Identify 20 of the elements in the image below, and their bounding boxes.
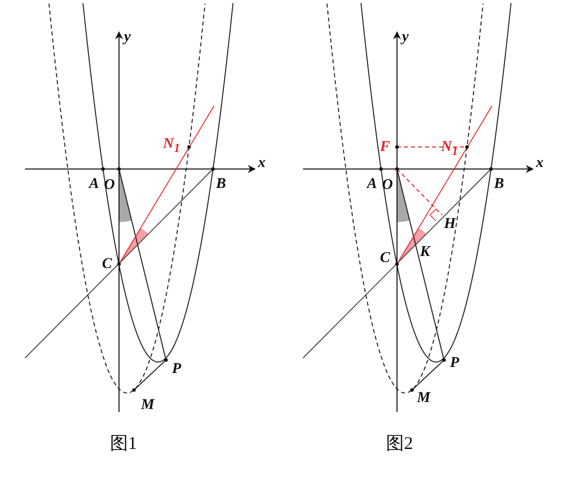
point-label: K	[420, 245, 430, 260]
figure-caption: 图1	[110, 434, 137, 452]
axis-label: x	[536, 156, 544, 171]
figure-caption: 图2	[386, 434, 413, 452]
axis-label: y	[124, 30, 131, 45]
point-label: F	[380, 140, 390, 155]
point-label: P	[450, 356, 460, 371]
point-label: B	[494, 177, 504, 192]
point-label: A	[367, 177, 378, 192]
point-label: M	[417, 391, 430, 406]
point-label: C	[102, 257, 112, 272]
point-label: P	[172, 362, 182, 377]
point-label: H	[444, 217, 456, 232]
axis-label: y	[402, 30, 409, 45]
point-label: B	[216, 177, 226, 192]
point-label: A	[89, 177, 100, 192]
axis-label: x	[258, 156, 266, 171]
point-label: M	[141, 398, 154, 413]
point-label: C	[380, 251, 390, 266]
point-label: N$_{1}$	[163, 137, 180, 154]
